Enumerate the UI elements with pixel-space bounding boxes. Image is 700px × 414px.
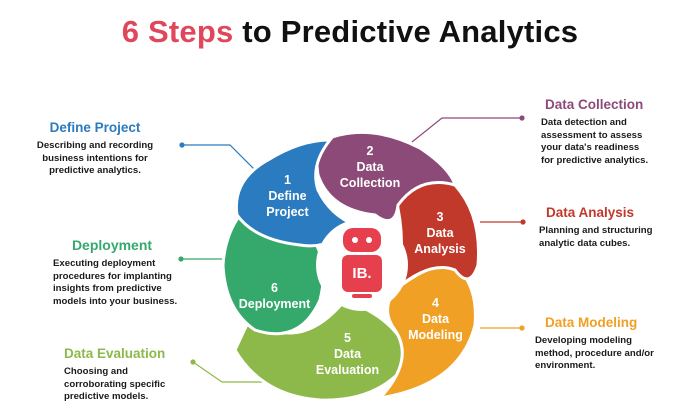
callout-heading: Data Evaluation [64,346,166,361]
segment-data-collection [315,130,458,223]
segment-define-project [234,138,358,248]
connector-data-collection [411,117,522,143]
logo-text: IB. [352,265,372,282]
callout-heading: Define Project [49,120,141,135]
callout-heading: Data Analysis [546,205,635,220]
callout-heading: Deployment [71,237,153,253]
page-title: 6 Steps to Predictive Analytics [0,14,700,50]
robot-logo-icon [342,228,382,298]
title-rest: to Predictive Analytics [233,14,579,49]
callout-heading: Data Collection [545,97,644,112]
callout-heading: Data Modeling [545,315,638,330]
title-accent: 6 Steps [121,14,234,49]
